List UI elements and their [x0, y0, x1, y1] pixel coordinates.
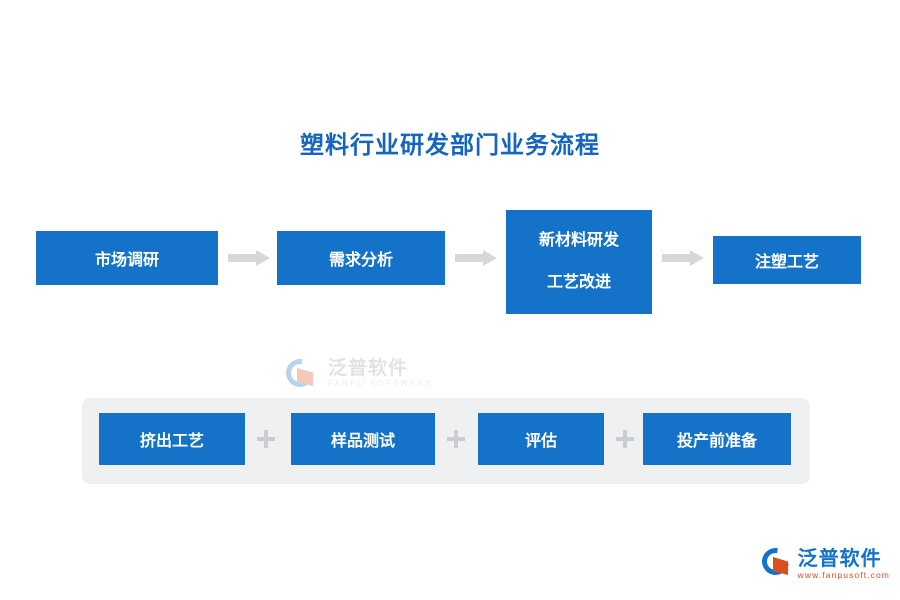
watermark-logo: 泛普软件 FANPU SOFTWARE	[280, 353, 486, 395]
process-box-pre-production-prep[interactable]: 投产前准备	[643, 413, 791, 465]
plus-icon	[615, 429, 635, 449]
watermark-company-name: 泛普软件	[328, 358, 409, 380]
plus-icon	[256, 429, 276, 449]
watermark-company-name-en: FANPU SOFTWARE	[328, 379, 433, 389]
brand-company-name: 泛普软件	[797, 547, 882, 570]
brand-website-url: www.fanpusoft.com	[797, 569, 890, 580]
process-box-label-line1: 新材料研发	[538, 232, 619, 250]
process-box-label: 样品测试	[330, 433, 395, 450]
process-box-sample-test[interactable]: 样品测试	[291, 413, 435, 465]
arrow-market-to-demand	[228, 250, 270, 266]
process-box-new-material-rd[interactable]: 新材料研发 工艺改进	[506, 210, 652, 314]
arrow-demand-to-newmaterial	[455, 250, 497, 266]
brand-logo: 泛普软件 www.fanpusoft.com	[756, 540, 890, 588]
process-box-extrusion[interactable]: 挤出工艺	[99, 413, 245, 465]
process-box-evaluation[interactable]: 评估	[478, 413, 604, 465]
process-box-label: 需求分析	[328, 252, 393, 269]
process-box-label: 注塑工艺	[754, 254, 819, 271]
plus-icon	[446, 429, 466, 449]
arrow-newmaterial-to-injection	[662, 250, 704, 266]
process-box-label: 评估	[524, 433, 557, 450]
process-box-label: 投产前准备	[676, 433, 757, 450]
process-box-market-research[interactable]: 市场调研	[36, 231, 218, 285]
process-box-label-line2: 工艺改进	[546, 274, 611, 292]
process-box-demand-analysis[interactable]: 需求分析	[277, 231, 445, 285]
fanpu-logo-icon	[756, 542, 795, 582]
process-box-label: 挤出工艺	[139, 433, 204, 450]
process-box-injection-molding[interactable]: 注塑工艺	[713, 236, 861, 284]
fanpu-logo-icon	[280, 353, 322, 393]
page-title: 塑料行业研发部门业务流程	[300, 132, 600, 159]
process-box-label: 市场调研	[94, 252, 159, 269]
